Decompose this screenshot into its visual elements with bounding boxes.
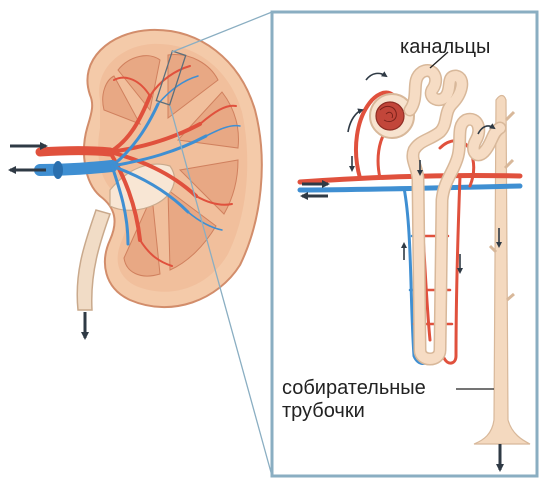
zoom-connector-top xyxy=(172,12,272,52)
kidney-cross-section xyxy=(40,30,262,310)
label-collecting-ducts-line1: собирательные xyxy=(282,377,426,399)
label-collecting-ducts-line2: трубочки xyxy=(282,400,365,422)
renal-vein-opening xyxy=(53,161,63,179)
label-tubules: канальцы xyxy=(400,36,490,58)
